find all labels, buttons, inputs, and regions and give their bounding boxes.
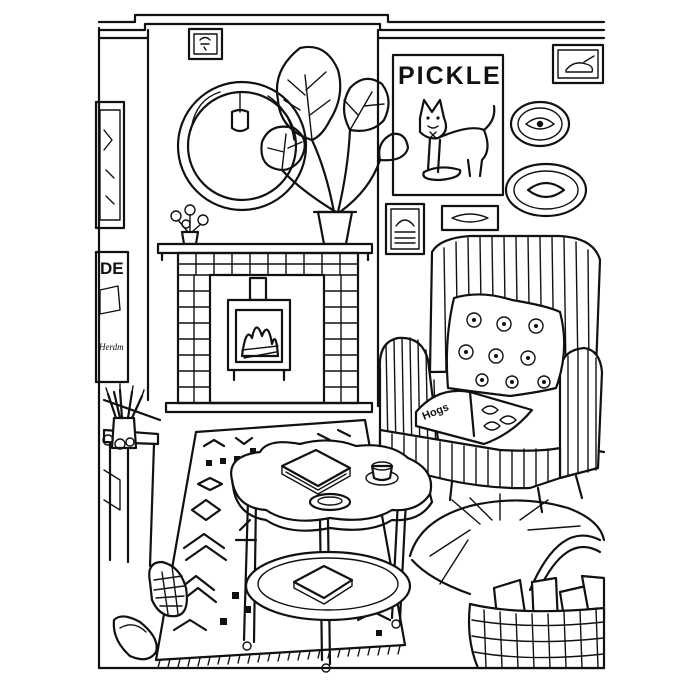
small-horizontal-frame — [440, 204, 500, 232]
face-picture-frame — [187, 27, 224, 61]
sunset-picture — [384, 202, 426, 256]
magazine: Hogs — [414, 389, 534, 446]
wingback-armchair: Hogs — [378, 234, 604, 514]
small-flower-pot — [170, 204, 209, 246]
left-poster-text: DE — [100, 259, 124, 278]
monstera-plant — [260, 45, 410, 246]
fireplace — [156, 242, 374, 414]
rug-fringe — [157, 645, 401, 669]
book-on-table — [280, 448, 352, 495]
cushion-flowers — [458, 312, 551, 389]
left-poster: DE Herdm — [94, 250, 130, 384]
book-on-shelf — [292, 564, 354, 605]
basket-weave — [471, 607, 605, 669]
fireplace-tiles — [177, 252, 359, 404]
wicker-basket — [467, 534, 606, 670]
pickle-poster-title: PICKLE — [398, 62, 502, 90]
rabbit-picture — [551, 43, 605, 85]
floral-cushion — [445, 293, 566, 398]
pickle-poster: PICKLE — [391, 53, 505, 197]
left-poster-signature: Herdm — [98, 342, 124, 352]
coffee-table — [230, 439, 434, 673]
side-table-with-pencil-cup — [102, 383, 160, 568]
round-floor-rug — [408, 493, 606, 596]
cat-drawing — [418, 98, 496, 178]
slippers — [112, 560, 188, 661]
eye-plate — [509, 100, 571, 148]
round-mirror — [176, 80, 308, 212]
wood-stove — [226, 276, 292, 382]
pickle-drawing — [422, 166, 462, 182]
left-wall-frame — [94, 100, 126, 230]
lemon-plate — [504, 162, 588, 218]
coffee-cup — [365, 461, 399, 486]
small-dish — [308, 492, 352, 512]
